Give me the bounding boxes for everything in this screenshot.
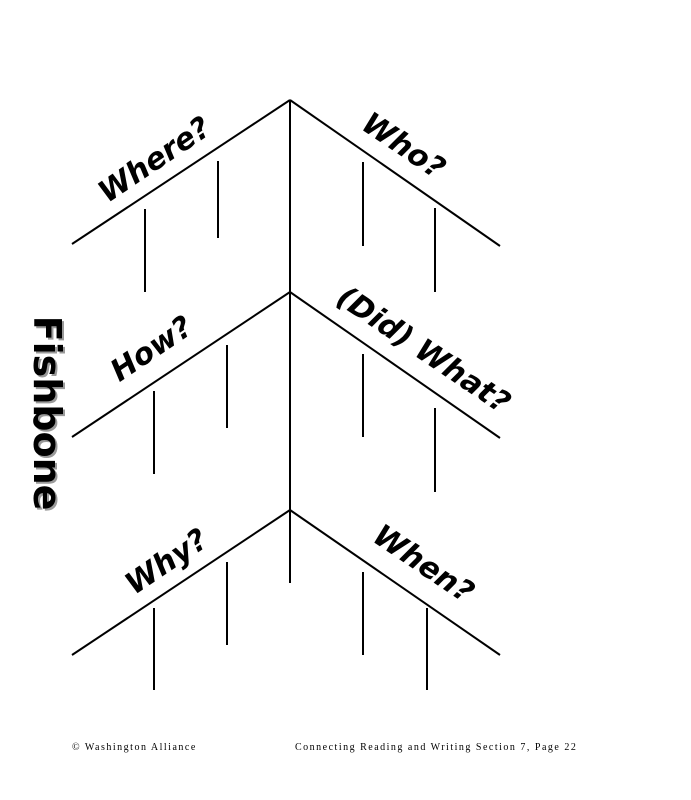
branch-who-line — [289, 99, 501, 247]
branch-where-line — [71, 99, 291, 245]
label-why: Why? — [119, 522, 214, 602]
footer-page-info: Connecting Reading and Writing Section 7… — [295, 742, 578, 753]
label-did-what: (Did) What? — [330, 279, 516, 420]
branch-when-line — [289, 509, 501, 656]
label-when: When? — [366, 518, 480, 611]
title-shadow: Fishbone — [27, 318, 71, 513]
label-who: Who? — [355, 106, 451, 187]
footer-copyright: © Washington Alliance — [72, 742, 197, 753]
label-how: How? — [104, 309, 199, 389]
branch-why-line — [71, 509, 291, 656]
branch-how-line — [71, 291, 291, 438]
diagram-title: Fishbone — [25, 316, 69, 511]
branch-did-what-line — [289, 291, 501, 439]
